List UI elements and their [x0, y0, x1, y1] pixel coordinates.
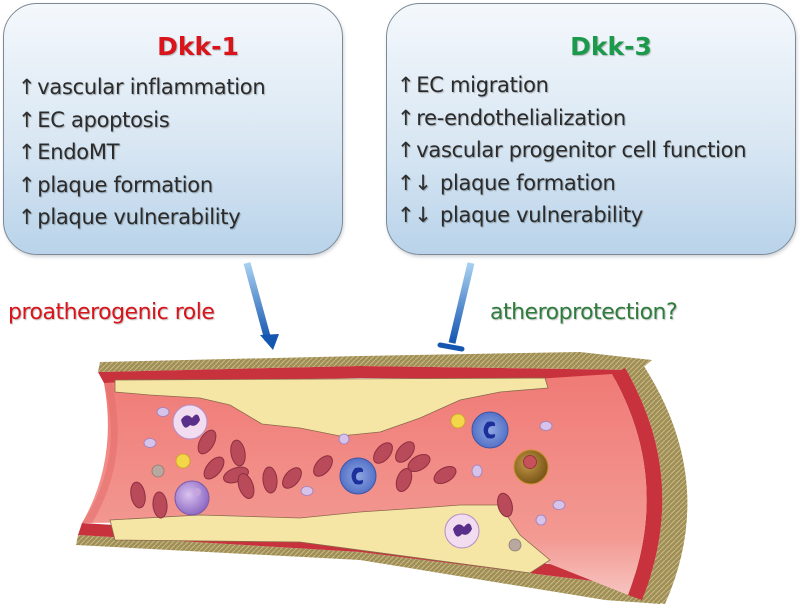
red-blood-cell [237, 473, 255, 499]
up-arrow-icon: ↑ [18, 107, 36, 132]
dkk1-effect: ↑plaque formation [18, 169, 265, 202]
red-blood-cell [130, 481, 146, 509]
up-arrow-icon: ↑ [18, 205, 36, 229]
monocyte [174, 480, 210, 516]
lymphocyte [339, 457, 377, 495]
up-arrow-icon: ↑ [397, 73, 415, 97]
platelet [156, 407, 170, 417]
dkk3-effect: ↑↓ plaque formation [397, 167, 746, 200]
red-blood-cells [130, 429, 513, 519]
red-blood-cell [497, 492, 513, 518]
dkk1-effect: ↑EC apoptosis [18, 104, 265, 137]
red-blood-cell [395, 441, 415, 463]
proatherogenic-label: proatherogenic role [8, 300, 215, 325]
small-gray-cell [151, 464, 165, 478]
platelet [552, 500, 566, 510]
neutrophil [172, 404, 208, 440]
adventitia-top [98, 352, 652, 372]
platelet [300, 486, 314, 496]
red-blood-cell [262, 466, 278, 494]
up-down-arrow-icon: ↑↓ [397, 203, 432, 227]
red-blood-cell [433, 465, 457, 485]
red-blood-cell [313, 455, 333, 477]
lymphocyte [471, 411, 509, 449]
up-arrow-icon: ↑ [18, 140, 36, 164]
up-arrow-icon: ↑ [397, 138, 415, 162]
up-arrow-icon: ↑ [18, 75, 36, 99]
platelet [143, 438, 157, 448]
small-gray-cell [508, 538, 522, 552]
up-down-arrow-icon: ↑↓ [397, 170, 432, 195]
platelet [338, 433, 350, 445]
red-blood-cell [203, 456, 225, 480]
dkk1-title: Dkk-1 [157, 32, 239, 61]
vessel-wall-cross-section [625, 360, 688, 604]
dkk1-panel: Dkk-1 ↑vascular inflammation ↑EC apoptos… [3, 3, 343, 255]
foam-cell [513, 449, 549, 485]
dkk3-title: Dkk-3 [570, 32, 652, 61]
lumen-edge [82, 383, 118, 523]
dkk3-effect: ↑re-endothelialization [397, 102, 746, 135]
platelets [143, 407, 566, 526]
red-blood-cell [230, 439, 246, 467]
dkk1-effect: ↑vascular inflammation [18, 71, 266, 104]
red-blood-cell [152, 491, 168, 519]
dkk3-effect: ↑vascular progenitor cell function [397, 134, 747, 167]
dkk3-effect: ↑↓ plaque vulnerability [397, 199, 746, 232]
yellow-granule-cell [175, 453, 191, 469]
up-arrow-icon: ↑ [397, 105, 415, 130]
yellow-granule-cell [450, 413, 466, 429]
red-blood-cell [395, 467, 413, 493]
dkk1-effect: ↑plaque vulnerability [18, 201, 265, 234]
platelet [539, 421, 553, 431]
dkk1-effects-list: ↑vascular inflammation ↑EC apoptosis ↑En… [18, 71, 266, 234]
neutrophil [444, 513, 480, 549]
platelet [471, 464, 483, 478]
artery-illustration [76, 352, 688, 604]
dkk3-effect: ↑EC migration [397, 69, 746, 102]
red-blood-cell [197, 429, 217, 455]
red-blood-cell [373, 442, 393, 464]
dkk3-panel: Dkk-3 ↑EC migration ↑re-endothelializati… [386, 3, 796, 255]
red-blood-cell [282, 467, 302, 489]
media-cross-section [612, 368, 663, 600]
adventitia-bottom [76, 535, 665, 604]
platelet [535, 514, 547, 526]
atheroprotection-label: atheroprotection? [490, 300, 678, 325]
dkk1-effect: ↑EndoMT [18, 136, 265, 169]
dkk3-effects-list: ↑EC migration ↑re-endothelialization ↑va… [397, 69, 747, 232]
up-arrow-icon: ↑ [18, 172, 36, 197]
